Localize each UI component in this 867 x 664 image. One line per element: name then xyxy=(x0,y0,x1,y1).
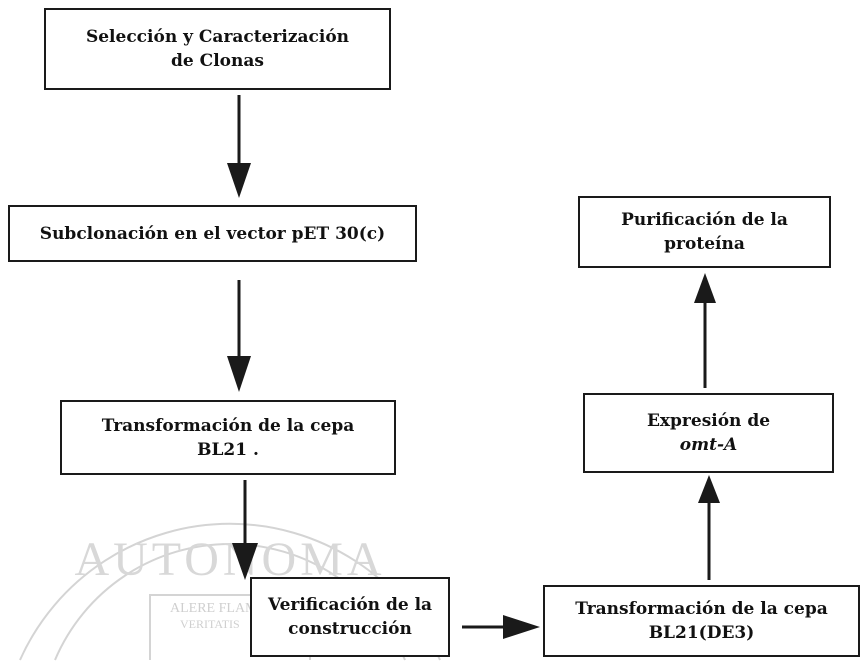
step-transformacion-bl21-line1: Transformación de la cepa xyxy=(101,415,355,436)
arrowhead-up-6 xyxy=(694,273,716,303)
step-purificacion-proteina: Purificación de la proteína xyxy=(578,196,831,268)
step-verificacion-line2: construcción xyxy=(288,619,412,639)
step-transformacion-de3-line1: Transformación de la cepa xyxy=(575,599,828,619)
step-transformacion-bl21-line2: BL21 . xyxy=(197,439,259,460)
arrowhead-right-4 xyxy=(503,615,540,639)
step-seleccion-line2: de Clonas xyxy=(171,51,264,71)
step-verificacion-construccion: Verificación de la construcción xyxy=(250,577,450,657)
step-subclonacion-line1: Subclonación en el vector pET 30(c) xyxy=(39,223,386,244)
arrowhead-down-2 xyxy=(227,356,251,392)
step-seleccion-line1: Selección y Caracterización xyxy=(85,27,350,47)
arrowhead-up-5 xyxy=(698,475,720,503)
step-transformacion-bl21-de3: Transformación de la cepa BL21(DE3) xyxy=(543,585,860,657)
step-seleccion-caracterizacion: Selección y Caracterización de Clonas xyxy=(44,8,391,90)
step-expresion-line1: Expresión de xyxy=(646,411,771,431)
step-expresion-omt-a: Expresión de omt-A xyxy=(583,393,834,473)
step-transformacion-bl21: Transformación de la cepa BL21 . xyxy=(60,400,396,475)
step-subclonacion: Subclonación en el vector pET 30(c) xyxy=(8,205,417,262)
step-expresion-gene-name: omt-A xyxy=(679,435,738,455)
arrowhead-down-1 xyxy=(227,163,251,198)
step-purificacion-line1: Purificación de la xyxy=(621,210,788,230)
step-verificacion-line1: Verificación de la xyxy=(267,595,433,615)
step-purificacion-line2: proteína xyxy=(664,234,745,254)
step-transformacion-de3-line2: BL21(DE3) xyxy=(648,623,755,643)
arrowhead-down-3 xyxy=(232,543,258,580)
